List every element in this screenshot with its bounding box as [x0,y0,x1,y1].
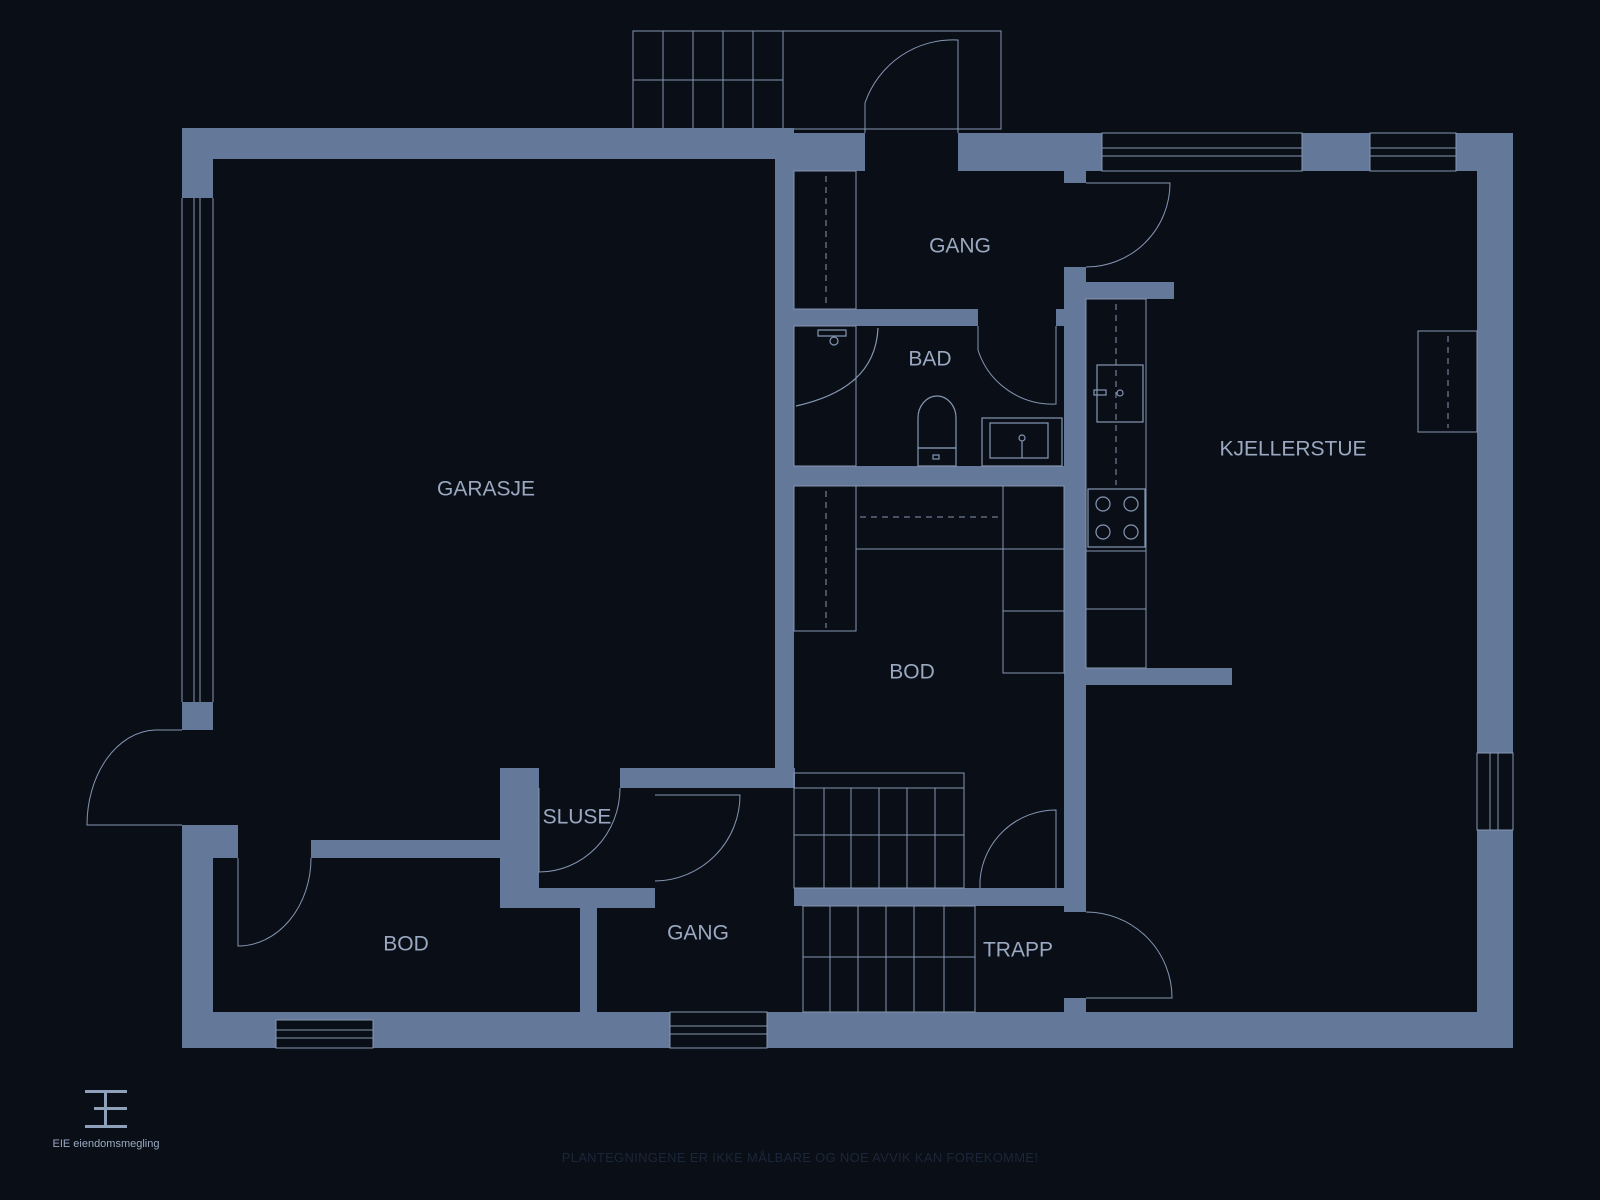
room-label-kjellerstue: KJELLERSTUE [1219,438,1366,461]
eie-logo-icon [85,1090,127,1128]
sink-icon [981,417,1063,467]
walls [182,128,1513,1048]
kitchen-sink-icon [1093,364,1144,423]
doors [86,39,1173,999]
stairs [793,772,976,1013]
disclaimer-text: PLANTEGNINGENE ER IKKE MÅLBARE OG NOE AV… [562,1150,1039,1165]
room-label-bod-mid: BOD [889,661,935,684]
toilet-icon [917,395,957,467]
brand-name: EIE eiendomsmegling [52,1138,159,1150]
shower-icon [793,325,879,467]
room-label-bad: BAD [908,348,951,371]
room-label-garasje: GARASJE [437,478,535,501]
fixtures [793,170,1478,674]
porch-steps [632,30,1002,130]
room-label-gang-top: GANG [929,235,991,258]
stove-icon [1087,488,1146,548]
room-label-trapp: TRAPP [983,939,1053,962]
room-label-bod-bottom: BOD [383,933,429,956]
room-label-sluse: SLUSE [543,806,612,829]
room-labels: GARASJE GANG BAD KJELLERSTUE BOD SLUSE G… [383,235,1366,962]
room-label-gang-bottom: GANG [667,922,729,945]
windows [181,132,1514,1049]
